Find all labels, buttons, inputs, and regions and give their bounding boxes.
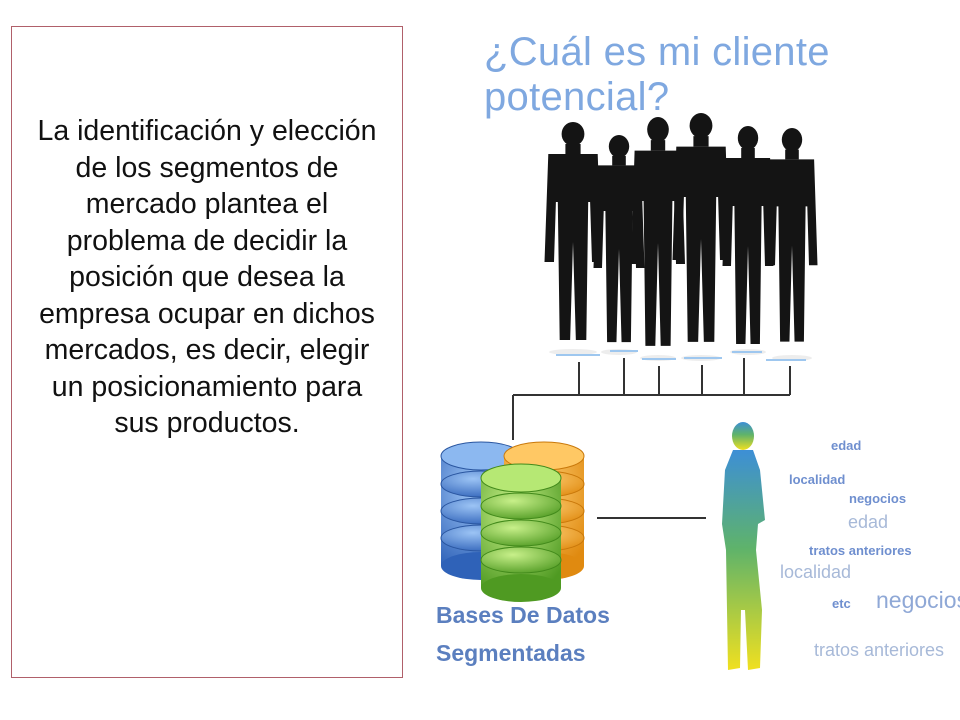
database-label-line1: Bases De Datos	[436, 602, 610, 628]
connector-lines	[512, 358, 791, 519]
attribute-negocios-large: negocios	[876, 587, 960, 613]
slide-title: ¿Cuál es mi cliente potencial?	[484, 30, 830, 119]
attribute-localidad-small: localidad	[789, 472, 846, 487]
attribute-edad-small: edad	[831, 438, 862, 453]
attribute-etc: etc	[832, 596, 851, 611]
attribute-negocios-small: negocios	[849, 491, 907, 506]
database-label-line2: Segmentadas	[436, 640, 586, 666]
attribute-edad-large: edad	[848, 512, 889, 532]
body-paragraph: La identificación y elección de los segm…	[37, 115, 377, 439]
attribute-tratos-small: tratos anteriores	[809, 543, 912, 558]
attribute-tratos-large: tratos anteriores	[814, 640, 945, 660]
person-gradient-icon	[722, 422, 765, 670]
text-panel: La identificación y elección de los segm…	[11, 26, 403, 678]
database-stack-icon	[440, 441, 585, 602]
business-people-icon	[544, 113, 818, 346]
attribute-localidad-large: localidad	[780, 562, 852, 582]
